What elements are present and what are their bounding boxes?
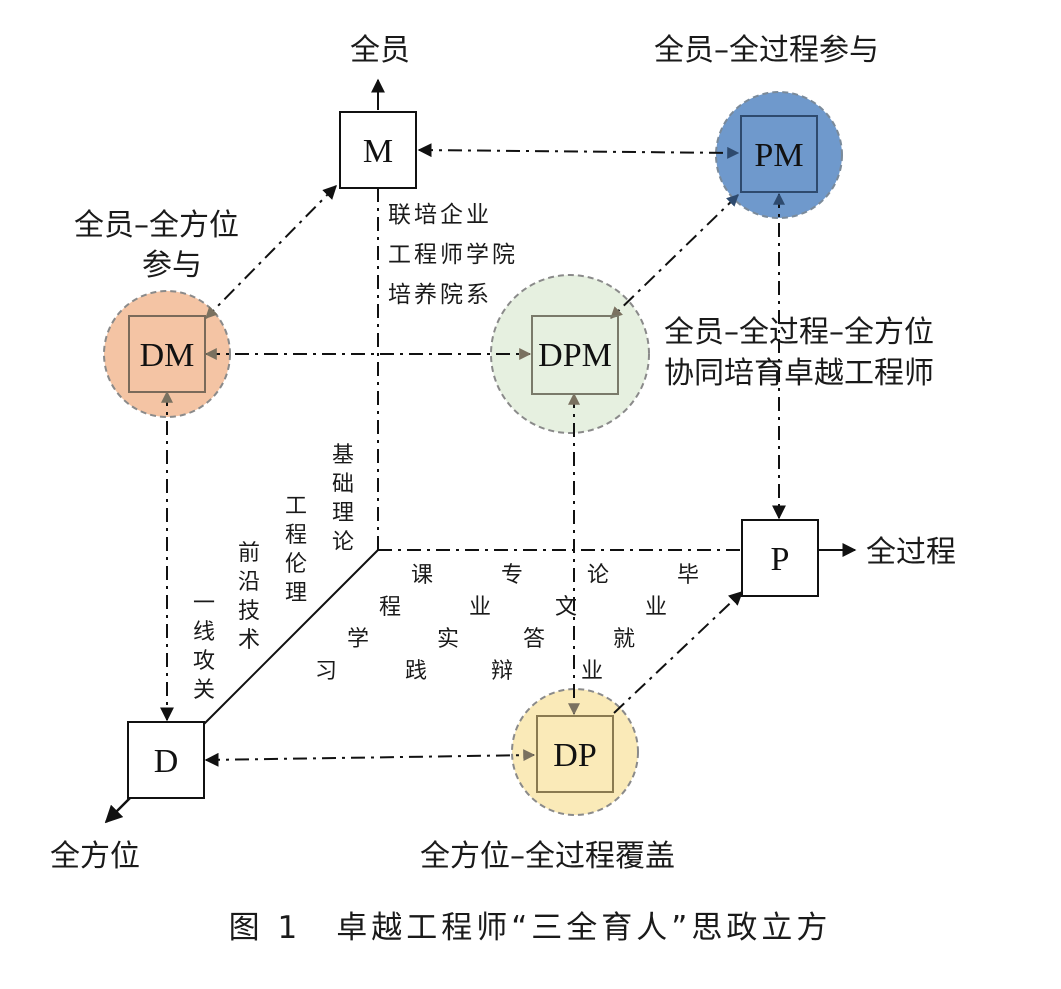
node-d: D [127,721,205,799]
dp-circle [511,688,639,816]
depth-column-3: 前沿技术 [238,541,260,653]
node-pm: PM [740,115,818,193]
node-dp: DP [536,715,614,793]
depth-column-4: 一线攻关 [193,591,215,703]
vertical-note-3: 培养院系 [388,282,492,308]
horizontal-item-1: 课程学习 [315,563,433,684]
depth-axis-line [203,549,379,725]
vertical-note-1: 联培企业 [388,202,492,228]
label-dm-line1: 全员–全方位 [74,208,239,243]
depth-column-1: 基础理论 [332,443,354,555]
edge-d-dp [204,749,536,767]
edge-dp-p [613,591,744,714]
depth-axis-arrow [104,797,131,824]
node-m-label: M [363,133,393,170]
horizontal-item-4: 毕业就业 [581,563,699,684]
node-p: P [741,519,819,597]
node-d-label: D [154,743,179,780]
figure-caption: 图 1 卓越工程师“三全育人”思政立方 [229,910,832,946]
axis-label-vertical: 全员 [350,33,410,68]
axis-label-horizontal: 全过程 [866,535,956,570]
node-dm-label: DM [140,337,195,374]
node-dpm: DPM [531,315,619,395]
depth-column-2: 工程伦理 [285,494,307,606]
node-dpm-label: DPM [538,337,612,374]
label-dpm-line1: 全员–全过程–全方位 [664,315,934,350]
edge-m-pm [417,143,740,159]
depth-axis-columns: 基础理论 工程伦理 前沿技术 一线攻关 [193,443,354,703]
label-dpm-line2: 协同培育卓越工程师 [664,356,934,391]
horizontal-item-3: 论文答辩 [491,563,609,684]
node-pm-label: PM [754,137,803,174]
pm-circle [715,91,843,219]
edge-pm-dpm [610,194,739,319]
node-dm: DM [128,315,206,393]
edge-m-dm [205,185,337,319]
node-m: M [339,111,417,189]
horizontal-item-2: 专业实践 [405,563,523,684]
label-pm: 全员–全过程参与 [654,33,879,68]
label-dp: 全方位–全过程覆盖 [420,839,675,874]
node-p-label: P [771,541,790,578]
node-dp-label: DP [553,737,596,774]
label-dm-line2: 参与 [142,248,202,283]
axis-label-depth: 全方位 [50,839,140,874]
vertical-note-2: 工程师学院 [388,242,518,268]
